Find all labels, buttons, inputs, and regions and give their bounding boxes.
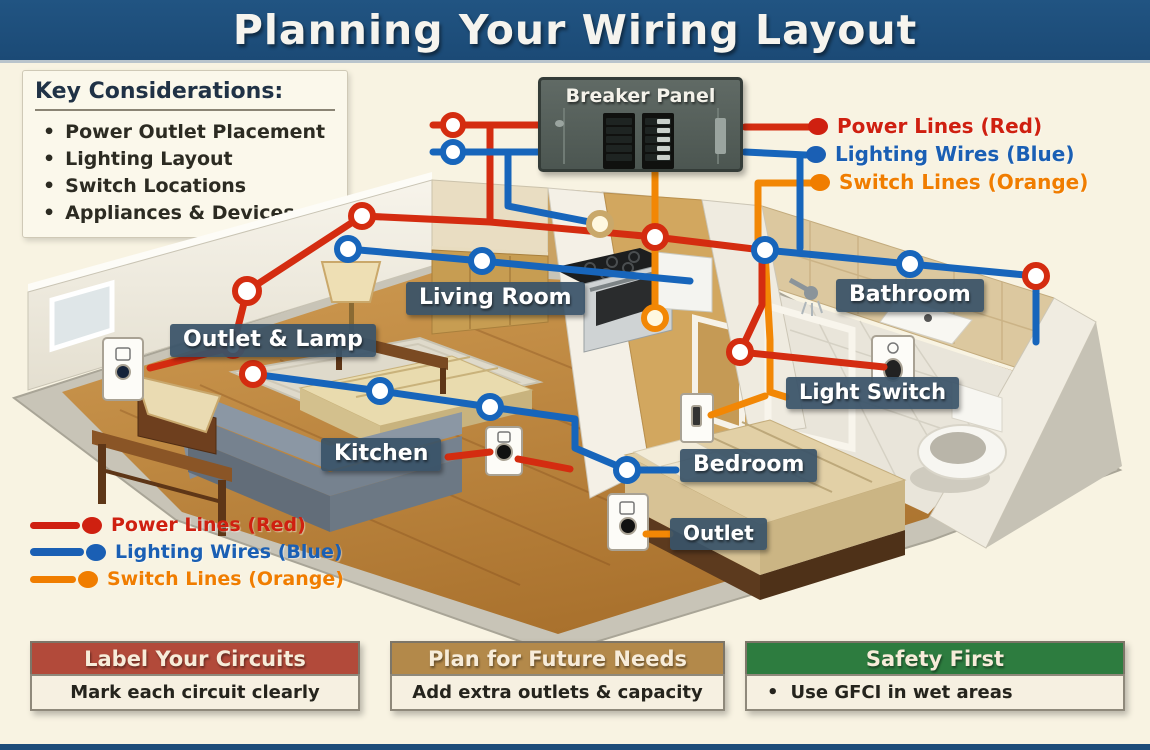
panel-groove [563,108,565,164]
footer-card-safety-first: Safety First • Use GFCI in wet areas [745,641,1125,711]
legend-label: Lighting Wires (Blue) [115,541,343,563]
page-title: Planning Your Wiring Layout [232,6,918,54]
legend-label: Switch Lines (Orange) [839,170,1089,194]
table-lamp [134,374,222,455]
shower-head [788,277,823,316]
key-considerations-panel: Key Considerations: •Power Outlet Placem… [22,70,348,238]
legend-item-switch: Switch Lines (Orange) [30,568,344,590]
panel-dot [555,120,564,127]
room-label-kitchen: Kitchen [321,438,442,471]
key-considerations-list: •Power Outlet Placement •Lighting Layout… [35,119,335,227]
switch-line-dot-icon [810,173,830,191]
ceiling-light-node [586,210,614,238]
label-light-switch: Light Switch [786,377,960,409]
outlet-plate-kitchen [485,426,523,476]
window [49,279,115,353]
room-label-living-room: Living Room [406,282,585,315]
bullet-icon: • [43,202,56,224]
bullet-icon: • [43,148,56,170]
legend-item-lighting: Lighting Wires (Blue) [30,541,343,563]
legend-item-switch: Switch Lines (Orange) [810,170,1088,194]
outlet-plate-bedroom [607,493,649,551]
key-considerations-heading: Key Considerations: [35,79,335,111]
legend-label: Switch Lines (Orange) [107,568,344,590]
side-table [92,430,232,536]
breaker-switch-column [603,113,635,169]
card-body: • Use GFCI in wet areas [745,674,1125,711]
key-item: •Appliances & Devices [35,200,335,227]
bullet-icon: • [767,682,779,703]
legend-label: Power Lines (Red) [111,514,306,536]
label-outlet: Outlet [670,518,767,550]
lighting-junction-nodes [334,139,924,484]
power-line-dot-icon [808,117,828,135]
bullet-icon: • [43,121,56,143]
outlet-plate-left-wall [102,337,144,401]
lighting-line-dot-icon [806,145,826,163]
legend-label: Lighting Wires (Blue) [835,142,1075,166]
legend-item-power: Power Lines (Red) [30,514,306,536]
card-header: Label Your Circuits [30,641,360,674]
breaker-panel-label: Breaker Panel [565,85,716,107]
bullet-icon: • [43,175,56,197]
switch-junction-nodes [641,304,669,332]
switch-plate-bedroom [680,393,714,443]
footer-card-label-circuits: Label Your Circuits Mark each circuit cl… [30,641,360,711]
switch-line-dot-icon [78,570,98,588]
power-line-dot-icon [82,516,102,534]
footer-card-future-needs: Plan for Future Needs Add extra outlets … [390,641,725,711]
legend-item-power: Power Lines (Red) [808,114,1042,138]
floor-lamp [320,261,382,334]
header-bar: Planning Your Wiring Layout [0,0,1150,63]
card-body: Mark each circuit clearly [30,674,360,711]
power-line-icon [30,521,80,529]
room-label-bedroom: Bedroom [680,449,818,482]
legend-label: Power Lines (Red) [837,114,1043,138]
card-body-text: Use GFCI in wet areas [790,682,1013,703]
card-body-text: Add extra outlets & capacity [412,682,703,703]
lighting-line-dot-icon [86,543,106,561]
legend-item-lighting: Lighting Wires (Blue) [806,142,1074,166]
toilet [910,381,1007,493]
lighting-line-icon [30,548,84,556]
card-header: Safety First [745,641,1125,674]
panel-slot [715,118,726,154]
breaker-panel: Breaker Panel [538,77,743,172]
card-body-text: Mark each circuit clearly [70,682,320,703]
key-item: •Lighting Layout [35,146,335,173]
breaker-switch-column [642,113,674,169]
wire-power-lines [146,121,888,473]
key-item: •Switch Locations [35,173,335,200]
switch-line-icon [30,575,76,583]
label-outlet-and-lamp: Outlet & Lamp [170,324,376,357]
card-body: Add extra outlets & capacity [390,674,725,711]
key-item: •Power Outlet Placement [35,119,335,146]
room-label-bathroom: Bathroom [836,279,984,312]
card-header: Plan for Future Needs [390,641,725,674]
